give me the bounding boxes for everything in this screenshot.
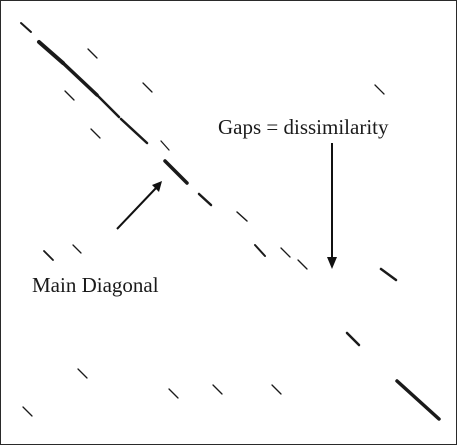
main-diagonal-segment	[197, 192, 213, 207]
off-diagonal-segment	[280, 247, 291, 258]
gap-arrow	[327, 143, 337, 269]
main-diagonal-arrow	[116, 181, 162, 230]
main-diagonal-segment	[345, 331, 361, 347]
main-diagonal-segment	[236, 211, 248, 222]
off-diagonal-segment	[271, 384, 282, 395]
off-diagonal-segment	[64, 90, 75, 101]
main-diagonal-segment	[119, 117, 149, 145]
off-diagonal-segment	[142, 82, 153, 93]
off-diagonal-segment	[90, 128, 101, 139]
main-diagonal	[20, 22, 441, 421]
main-diagonal-segment	[163, 159, 189, 185]
main-diagonal-segment	[20, 22, 32, 33]
off-diagonal-segment	[22, 406, 33, 417]
main-diagonal-segment	[254, 244, 266, 257]
main-diagonal-segment	[37, 40, 65, 65]
off-diagonal-segment	[374, 84, 385, 95]
main-diagonal-label: Main Diagonal	[32, 273, 159, 297]
main-diagonal-segment	[95, 93, 121, 119]
main-diagonal-segment	[379, 267, 398, 282]
off-diagonal-dots	[22, 48, 385, 417]
gaps-label: Gaps = dissimilarity	[218, 115, 389, 139]
off-diagonal-segment	[160, 140, 170, 151]
off-diagonal-segment	[212, 384, 223, 395]
off-diagonal-segment	[87, 48, 98, 59]
off-diagonal-segment	[168, 388, 179, 399]
off-diagonal-segment	[43, 250, 54, 261]
main-diagonal-segment	[61, 61, 99, 97]
main-diagonal-segment	[395, 379, 441, 421]
off-diagonal-segment	[72, 244, 82, 254]
off-diagonal-segment	[77, 368, 88, 379]
off-diagonal-segment	[297, 259, 308, 270]
